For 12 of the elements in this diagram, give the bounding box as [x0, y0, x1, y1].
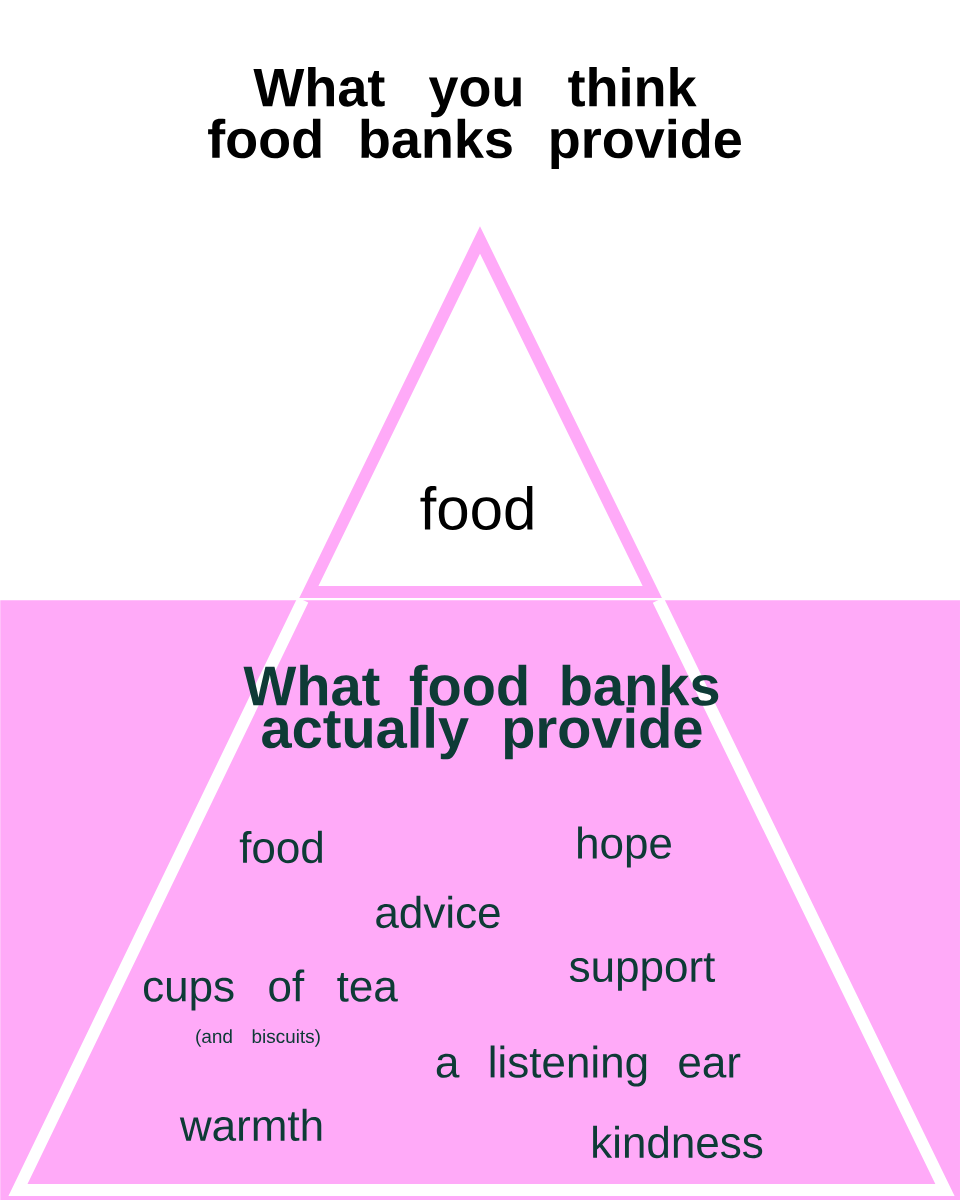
heading: What food banks actually provide — [243, 664, 719, 760]
item-label: food — [239, 830, 322, 864]
item-label: a listening ear — [436, 1045, 741, 1087]
item-label: support — [569, 953, 715, 991]
item-label: advice — [376, 895, 500, 929]
title: What you think food banks provide — [208, 67, 741, 169]
item-label: cups of tea — [144, 969, 398, 1011]
item-label: warmth — [179, 1108, 322, 1142]
item-label: (and biscuits) — [196, 1029, 320, 1047]
item-label: kindness — [593, 1125, 763, 1159]
item-label: hope — [578, 826, 671, 868]
label: food — [420, 486, 533, 531]
